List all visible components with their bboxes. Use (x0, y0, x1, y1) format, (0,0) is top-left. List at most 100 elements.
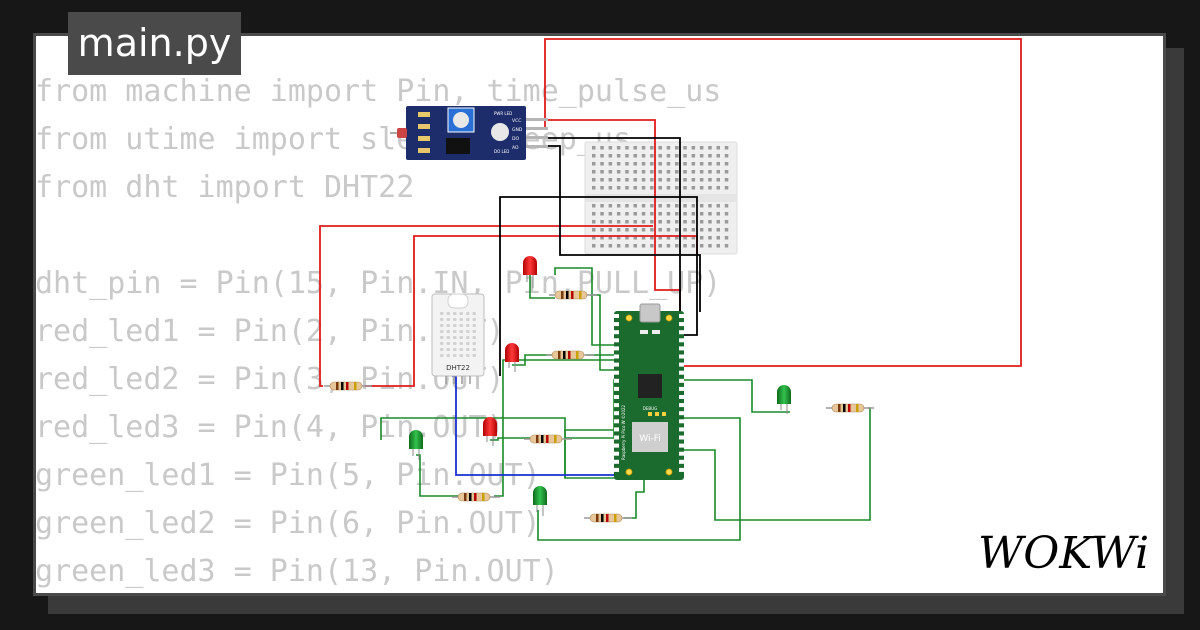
breadboard-hole (650, 204, 654, 208)
breadboard-hole (616, 228, 621, 232)
breadboard-hole (592, 154, 596, 158)
dht22-vent (466, 312, 470, 315)
led-red-3[interactable] (483, 417, 497, 446)
resistor (549, 290, 597, 300)
breadboard-hole (625, 186, 629, 190)
breadboard-hole (691, 154, 696, 158)
breadboard-hole (600, 212, 604, 216)
light-sensor-module[interactable]: PWR LED DO LED VCC GND DO AO (390, 106, 548, 160)
led-green-2[interactable] (533, 486, 547, 516)
dht22-vent (472, 330, 476, 333)
breadboard-hole (699, 228, 704, 232)
breadboard-hole (650, 186, 654, 190)
breadboard-hole (675, 204, 679, 208)
led-green-3[interactable] (777, 385, 791, 414)
breadboard-hole (724, 186, 729, 190)
breadboard-hole (625, 162, 629, 166)
breadboard-hole (675, 220, 679, 224)
breadboard-hole (716, 146, 720, 150)
breadboard-hole (699, 178, 704, 182)
breadboard-hole (691, 170, 696, 174)
resistor-band (843, 404, 846, 412)
breadboard-hole (616, 186, 621, 190)
breadboard[interactable] (584, 141, 738, 255)
breadboard-hole (616, 162, 621, 166)
file-tab[interactable]: main.py (68, 12, 241, 75)
breadboard-hole (633, 212, 637, 216)
breadboard-hole (592, 170, 596, 174)
pico-w-board[interactable]: Wi-Fi DEBUG Raspberry Pi Pico W ©2022 (614, 303, 684, 480)
wire-black-gnd (548, 137, 681, 327)
breadboard-hole (608, 236, 613, 240)
dht22-vent (466, 330, 470, 333)
dht22-vent (459, 330, 463, 333)
wire-green-loop (380, 417, 628, 479)
breadboard-hole (675, 228, 679, 232)
breadboard-hole (658, 212, 662, 216)
dht22-vent (440, 342, 444, 345)
resistor-band (838, 404, 841, 412)
led-green-1-body (409, 430, 423, 449)
pico-pin-left (614, 314, 619, 318)
breadboard-hole (658, 244, 662, 248)
breadboard-hole (625, 178, 629, 182)
breadboard-hole (600, 146, 604, 150)
dht22-vent (466, 318, 470, 321)
dht22-vent (472, 318, 476, 321)
breadboard-hole (616, 146, 621, 150)
code-line-10: green_led2 = Pin(6, Pin.OUT) (35, 506, 541, 541)
resistor-band (566, 291, 569, 299)
breadboard-hole (625, 228, 629, 232)
breadboard-hole (658, 220, 662, 224)
led-green-1[interactable] (409, 430, 423, 460)
pico-pin-left (614, 435, 619, 440)
breadboard-hole (641, 146, 646, 150)
wifi-module (632, 422, 668, 452)
mount-hole-bl (625, 468, 633, 476)
dht22-vent (453, 354, 457, 357)
breadboard-hole (592, 162, 596, 166)
breadboard-hole (724, 236, 729, 240)
breadboard-hole (658, 162, 662, 166)
breadboard-hole (666, 146, 671, 150)
pico-pin-right (679, 346, 684, 351)
breadboard-hole (608, 154, 613, 158)
wokwi-logo: WOKWi (978, 528, 1149, 579)
breadboard-hole (724, 244, 729, 248)
resistor-band (336, 382, 339, 390)
usb-port (639, 303, 661, 323)
breadboard-hole (650, 212, 654, 216)
breadboard-hole (683, 204, 687, 208)
breadboard-hole (650, 154, 654, 158)
breadboard-hole (633, 186, 637, 190)
breadboard-hole (616, 212, 621, 216)
breadboard-hole (625, 236, 629, 240)
dht22-vent (440, 312, 444, 315)
pico-pin-right (679, 362, 684, 367)
breadboard-hole (633, 228, 637, 232)
module-led (491, 123, 509, 141)
resistor-band (536, 435, 539, 443)
pico-pin-right (679, 435, 684, 440)
breadboard-hole (625, 204, 629, 208)
module-pin-do: DO (512, 136, 519, 142)
breadboard-hole (699, 212, 704, 216)
led-red-1[interactable] (523, 256, 537, 288)
led-red-2[interactable] (505, 343, 519, 372)
breadboard-hole (641, 162, 646, 166)
breadboard-hole (666, 204, 671, 208)
breadboard-hole (708, 236, 712, 240)
wires-black (499, 137, 701, 376)
breadboard-hole (699, 220, 704, 224)
breadboard-hole (716, 154, 720, 158)
dht22-sensor[interactable]: DHT22 (431, 293, 485, 384)
breadboard-hole (675, 236, 679, 240)
breadboard-hole (683, 154, 687, 158)
pico-pin-left (614, 330, 619, 335)
breadboard-hole (666, 178, 671, 182)
pico-pin-right (679, 314, 684, 318)
breadboard-hole (592, 146, 596, 150)
pico-pin-left (614, 459, 619, 464)
dht22-vent (466, 354, 470, 357)
breadboard-hole (683, 178, 687, 182)
